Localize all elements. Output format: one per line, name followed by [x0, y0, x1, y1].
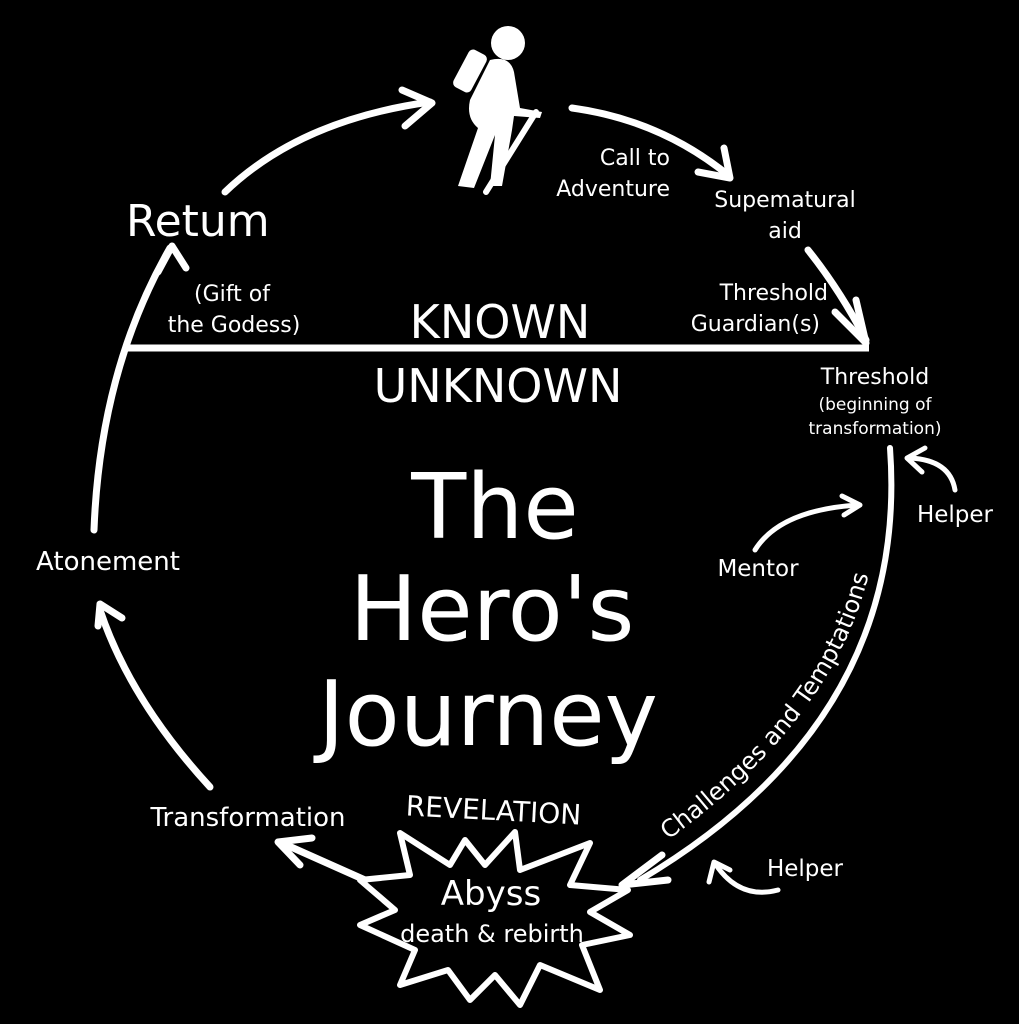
title-line2: Hero's — [350, 557, 635, 662]
title-line1: The — [410, 455, 578, 560]
abyss-sub-label: death & rebirth — [400, 920, 584, 948]
unknown-label: UNKNOWN — [374, 359, 623, 413]
arrow-call-to-aid — [568, 104, 732, 179]
call-to-adventure-label-line1: Call to — [600, 146, 670, 171]
return-sub-line2: the Godess) — [168, 313, 301, 338]
arrowhead — [618, 851, 672, 889]
arrowhead — [694, 144, 734, 182]
arrowhead — [706, 859, 733, 885]
return-sub-line1: (Gift of — [194, 282, 271, 307]
challenges-label: Challenges and Temptations — [655, 569, 874, 845]
threshold-label-line3: transformation) — [809, 419, 942, 439]
arrowhead — [274, 834, 316, 869]
helper-upper-label: Helper — [917, 502, 994, 528]
hiker-icon — [453, 26, 542, 195]
starburst-icon — [357, 829, 633, 1008]
mentor-label: Mentor — [717, 556, 799, 582]
arrowhead — [154, 242, 190, 276]
arrow-helper-lower — [713, 862, 781, 895]
atonement-label: Atonement — [36, 547, 180, 577]
arrowhead — [904, 445, 928, 475]
arrow-abyss-to-transformation — [278, 839, 369, 884]
abyss-label: Abyss — [441, 874, 541, 914]
supernatural-aid-label-line1: Supematural — [714, 188, 856, 213]
revelation-label: REVELATION — [405, 789, 582, 831]
arrow-transformation-to-atonement — [96, 606, 214, 791]
helper-lower-label: Helper — [767, 856, 844, 882]
threshold-label-line2: (beginning of — [818, 395, 932, 415]
known-label: KNOWN — [410, 295, 591, 349]
arrow-atonement-to-return — [90, 244, 174, 534]
transformation-label: Transformation — [149, 803, 345, 833]
arrow-mentor — [752, 502, 861, 553]
arrow-challenges — [637, 445, 895, 883]
return-label: Retum — [126, 196, 270, 247]
title-line3: Journey — [313, 662, 658, 767]
supernatural-aid-label-line2: aid — [768, 219, 802, 244]
arrow-return-to-call — [221, 98, 434, 196]
arrow-helper-upper — [907, 455, 958, 493]
threshold-label-line1: Threshold — [820, 365, 929, 390]
threshold-guardians-label-line1: Threshold — [719, 281, 828, 306]
call-to-adventure-label-line2: Adventure — [556, 177, 670, 202]
arrowhead — [94, 600, 126, 630]
arrowhead — [831, 296, 870, 347]
arrowhead — [839, 493, 863, 518]
arrowhead — [398, 86, 436, 130]
threshold-guardians-label-line2: Guardian(s) — [691, 312, 820, 337]
